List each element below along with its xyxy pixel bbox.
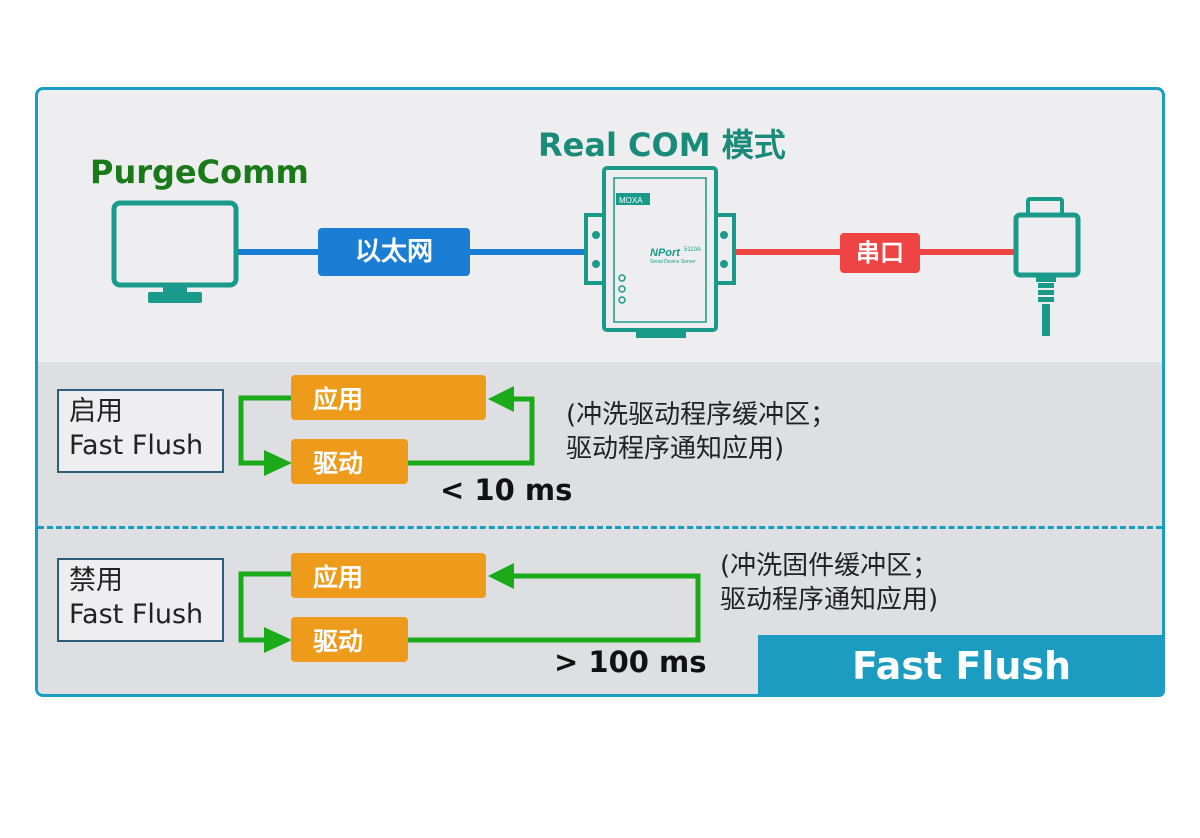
enabled-time: < 10 ms — [440, 473, 573, 507]
device-model-number: 5110A — [684, 247, 701, 253]
enabled-driver-box: 驱动 — [291, 439, 408, 484]
disabled-label-line2: Fast Flush — [69, 599, 204, 630]
nport-device-icon — [584, 166, 736, 338]
purge-comm-title: PurgeComm — [90, 153, 309, 191]
disabled-arrow-head-driver — [264, 627, 292, 653]
disabled-driver-box: 驱动 — [291, 617, 408, 662]
enabled-note-line2: 驱动程序通知应用) — [566, 434, 785, 464]
disabled-note-line1: (冲洗固件缓冲区； — [720, 551, 939, 581]
enabled-note: (冲洗驱动程序缓冲区； 驱动程序通知应用) — [566, 398, 836, 466]
fast-flush-banner: Fast Flush — [758, 635, 1165, 697]
disabled-flow-arrows — [238, 571, 701, 643]
ethernet-label: 以太网 — [318, 228, 470, 276]
enabled-arrow-head-driver — [264, 450, 292, 476]
enabled-app-box: 应用 — [291, 375, 486, 420]
disabled-note-line2: 驱动程序通知应用) — [720, 585, 939, 615]
device-subtitle: Serial Device Server — [650, 259, 696, 265]
enabled-note-line1: (冲洗驱动程序缓冲区； — [566, 400, 837, 430]
computer-monitor-icon — [111, 200, 239, 303]
disabled-label-box: 禁用 Fast Flush — [57, 558, 224, 642]
disabled-label-line1: 禁用 — [69, 565, 123, 596]
disabled-note: (冲洗固件缓冲区； 驱动程序通知应用) — [720, 549, 938, 617]
device-model: NPort — [650, 247, 681, 259]
enabled-flow-arrows — [238, 395, 535, 466]
disabled-time: > 100 ms — [554, 645, 707, 679]
disabled-app-box: 应用 — [291, 553, 486, 598]
serial-plug-icon — [1013, 197, 1081, 336]
enabled-label-box: 启用 Fast Flush — [57, 389, 224, 473]
enabled-label-line1: 启用 — [69, 396, 123, 427]
enabled-label-line2: Fast Flush — [69, 430, 204, 461]
device-brand: MOXA — [619, 196, 643, 205]
disabled-arrow-head-app — [488, 563, 514, 589]
section-divider — [38, 526, 1162, 529]
enabled-arrow-head-app — [488, 386, 514, 412]
serial-label: 串口 — [840, 233, 920, 273]
mode-title: Real COM 模式 — [538, 126, 786, 164]
